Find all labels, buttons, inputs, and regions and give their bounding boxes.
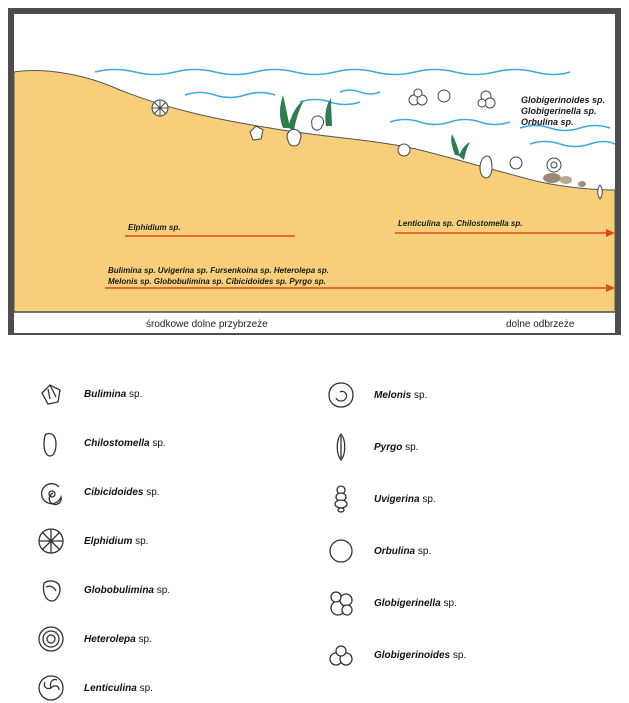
legend-suffix: sp. (150, 438, 166, 449)
legend-item: Melonis sp. (326, 380, 427, 410)
legend-suffix: sp. (411, 390, 427, 401)
legend-genus: Orbulina (374, 546, 415, 557)
legend-genus: Chilostomella (84, 438, 150, 449)
zone-label-lower: dolne odbrzeże (506, 319, 575, 330)
chilostomella-shell (480, 156, 492, 178)
legend-item: Cibicidoides sp. (36, 477, 160, 507)
legend-label: Orbulina sp. (374, 546, 431, 557)
legend-item: Lenticulina sp. (36, 673, 153, 703)
globobulimina-icon (36, 575, 66, 605)
legend-label: Globigerinoides sp. (374, 650, 466, 661)
bulimina-icon (36, 379, 66, 409)
legend-suffix: sp. (415, 546, 431, 557)
globigerinella-icon (326, 588, 356, 618)
plankton-label-1: Globigerinoides sp. (521, 95, 605, 105)
uvigerina-icon (326, 484, 356, 514)
legend-genus: Uvigerina (374, 494, 420, 505)
legend-label: Heterolepa sp. (84, 634, 152, 645)
wide-range-label-1: Bulimina sp. Uvigerina sp. Fursenkoina s… (108, 266, 329, 275)
legend-label: Bulimina sp. (84, 389, 142, 400)
chilostomella-icon (36, 428, 66, 458)
heterolepa-icon (36, 624, 66, 654)
legend-label: Uvigerina sp. (374, 494, 436, 505)
plankton-label-3: Orbulina sp. (521, 117, 574, 127)
legend-item: Orbulina sp. (326, 536, 431, 566)
legend-genus: Lenticulina (84, 683, 137, 694)
legend-genus: Pyrgo (374, 442, 402, 453)
legend-label: Globobulimina sp. (84, 585, 170, 596)
legend-suffix: sp. (402, 442, 418, 453)
cibicidoides-icon (36, 477, 66, 507)
lenticulina-range-label: Lenticulina sp. Chilostomella sp. (398, 219, 522, 228)
heterolepa-shell (398, 144, 410, 156)
melonis-icon (326, 380, 356, 410)
legend-genus: Globigerinoides (374, 650, 450, 661)
legend-genus: Globigerinella (374, 598, 441, 609)
cibicidoides-shell (287, 129, 301, 146)
legend-label: Chilostomella sp. (84, 438, 166, 449)
legend-label: Melonis sp. (374, 390, 427, 401)
legend-label: Cibicidoides sp. (84, 487, 160, 498)
orbulina-icon (326, 536, 356, 566)
legend-item: Globobulimina sp. (36, 575, 170, 605)
pyrgo-icon (326, 432, 356, 462)
legend-item: Heterolepa sp. (36, 624, 152, 654)
legend-genus: Heterolepa (84, 634, 136, 645)
legend-suffix: sp. (420, 494, 436, 505)
legend-item: Uvigerina sp. (326, 484, 436, 514)
legend-item: Bulimina sp. (36, 379, 142, 409)
legend-genus: Melonis (374, 390, 411, 401)
legend-suffix: sp. (136, 634, 152, 645)
elphidium-icon (36, 526, 66, 556)
legend-suffix: sp. (132, 536, 148, 547)
elphidium-range-label: Elphidium sp. (128, 223, 180, 232)
legend-genus: Bulimina (84, 389, 126, 400)
legend-suffix: sp. (450, 650, 466, 661)
legend-suffix: sp. (137, 683, 153, 694)
orbulina-shell (438, 90, 450, 102)
legend-genus: Globobulimina (84, 585, 154, 596)
wide-range-label-2: Melonis sp. Globobulimina sp. Cibicidoid… (108, 277, 326, 286)
legend-item: Globigerinoides sp. (326, 640, 466, 670)
legend-item: Pyrgo sp. (326, 432, 418, 462)
lenticulina-icon (36, 673, 66, 703)
globigerinoides-icon (326, 640, 356, 670)
pyrgo-shell (598, 185, 603, 199)
legend-label: Pyrgo sp. (374, 442, 418, 453)
legend-suffix: sp. (154, 585, 170, 596)
legend-suffix: sp. (126, 389, 142, 400)
lenticulina-shell (510, 157, 522, 169)
plankton-label-2: Globigerinella sp. (521, 106, 597, 116)
legend-label: Globigerinella sp. (374, 598, 457, 609)
legend-item: Chilostomella sp. (36, 428, 166, 458)
legend-genus: Cibicidoides (84, 487, 143, 498)
legend-genus: Elphidium (84, 536, 132, 547)
legend-item: Globigerinella sp. (326, 588, 457, 618)
zone-label-middle: środkowe dolne przybrzeże (146, 319, 268, 330)
legend-item: Elphidium sp. (36, 526, 148, 556)
legend-suffix: sp. (143, 487, 159, 498)
legend-suffix: sp. (441, 598, 457, 609)
legend-label: Lenticulina sp. (84, 683, 153, 694)
legend-label: Elphidium sp. (84, 536, 148, 547)
